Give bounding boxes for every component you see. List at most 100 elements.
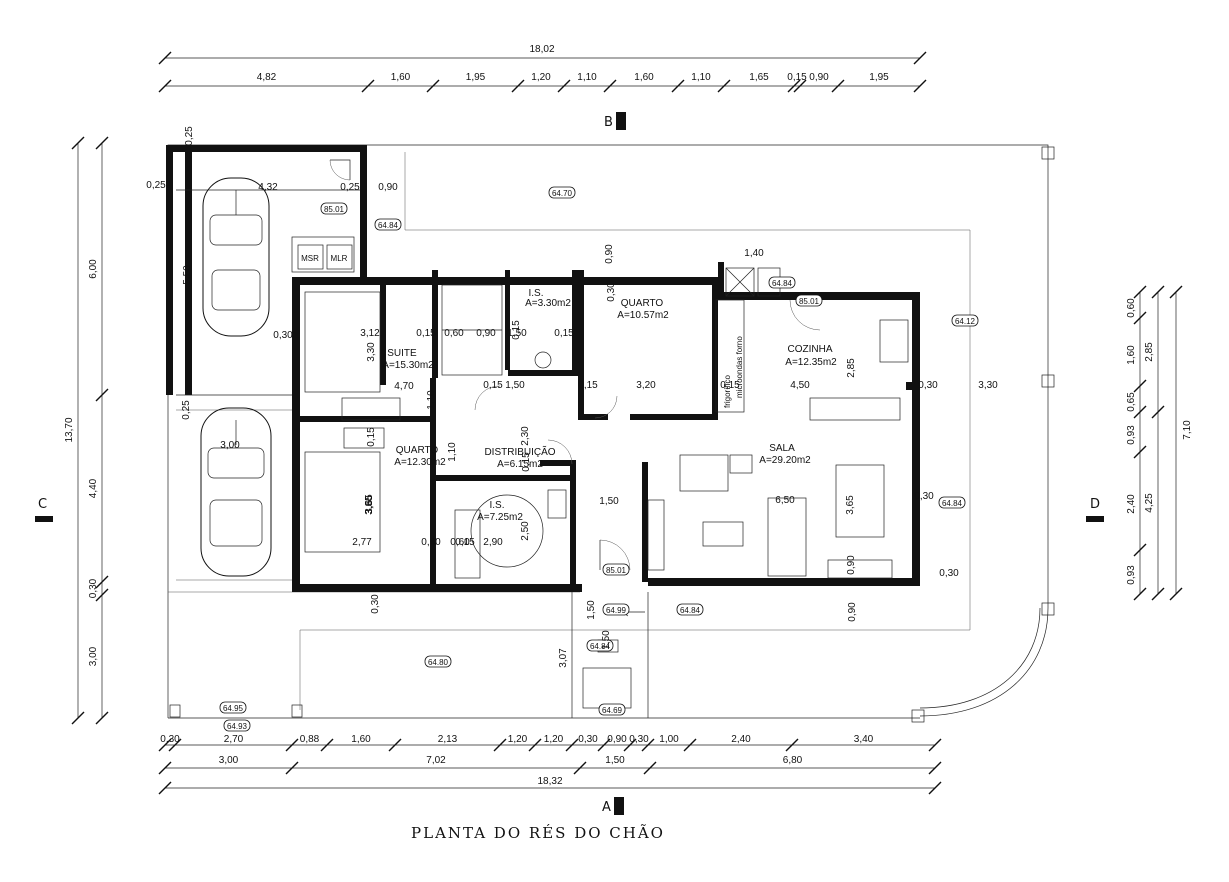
dim-top-segment: 1,10: [577, 72, 597, 83]
interior-dim-label: 0,90: [378, 182, 398, 193]
section-d-letter: D: [1090, 497, 1100, 512]
level-tag: 64.84: [590, 642, 611, 651]
level-tag-frame: [598, 703, 626, 716]
dim-tick: [71, 136, 85, 150]
interior-dim-label: 1,50: [586, 600, 597, 620]
interior-dim-label: 3,20: [636, 380, 656, 391]
dim-bottom-segment: 0,30: [629, 734, 649, 745]
dim-tick: [787, 79, 801, 93]
room-is1-name: I.S.: [528, 288, 543, 299]
dim-right-segment: 0,60: [1126, 298, 1137, 318]
interior-dim-label: 1,50: [505, 380, 525, 391]
room-cozinha-area: A=12.35m2: [785, 357, 837, 368]
dim-tick: [557, 79, 571, 93]
level-tag-frame: [374, 218, 402, 231]
dim-bottom-segment: 3,40: [854, 734, 874, 745]
level-tag-frame: [676, 603, 704, 616]
dim-tick: [426, 79, 440, 93]
drawing-title: PLANTA DO RÉS DO CHÃO: [411, 824, 665, 842]
level-tag-frame: [602, 603, 630, 616]
level-tag: 85.01: [606, 566, 627, 575]
dim-tick: [671, 79, 685, 93]
dim-tick: [71, 711, 85, 725]
dim-tick: [641, 738, 655, 752]
dim-tick: [683, 738, 697, 752]
level-tag: 85.01: [324, 205, 345, 214]
interior-dim-label: 1,10: [426, 390, 437, 410]
interior-dim-label: 3,65: [364, 494, 375, 514]
level-tag-frame: [951, 314, 979, 327]
dim-bottom-segment: 0,88: [300, 734, 320, 745]
dim-tick: [913, 79, 927, 93]
dim-tick: [785, 738, 799, 752]
level-tag-frame: [320, 202, 348, 215]
dim-tick: [913, 51, 927, 65]
dim-right-segment: 0,65: [1126, 392, 1137, 412]
interior-dim-label: 0,90: [847, 602, 858, 622]
interior-dim-label: 0,60: [450, 537, 470, 548]
dim-bottom-segment: 0,30: [578, 734, 598, 745]
dim-tick: [1133, 445, 1147, 459]
dim-right-segment: 0,93: [1126, 565, 1137, 585]
dim-tick: [597, 738, 611, 752]
dim-bottom-segment: 1,60: [351, 734, 371, 745]
section-a-letter: A: [602, 800, 611, 815]
level-tag: 64.84: [772, 279, 793, 288]
interior-dim-label: 3,30: [364, 495, 375, 515]
room-quarto2-area: A=12.30m2: [394, 457, 446, 468]
interior-dim-label: 3,12: [360, 328, 380, 339]
dim-tick: [388, 738, 402, 752]
dim-top-segment: 1,65: [749, 72, 769, 83]
interior-dim-label: 4,32: [258, 182, 278, 193]
garage: MSR MLR: [166, 145, 367, 581]
dim-tick: [320, 738, 334, 752]
dim-tick: [285, 761, 299, 775]
plot-outline: [167, 144, 1055, 723]
room-quarto2-name: QUARTO: [396, 445, 439, 456]
interior-dim-label: 3,65: [845, 495, 856, 515]
level-tag: 64.84: [942, 499, 963, 508]
left-dimensions: 13,70 6,004,400,303,00: [64, 136, 109, 725]
dim-tick: [623, 738, 637, 752]
dim-tick: [95, 711, 109, 725]
dim-bottom-segment: 1,00: [659, 734, 679, 745]
interior-dim-label: 5,50: [182, 265, 193, 285]
dim-left-segment: 6,00: [88, 259, 99, 279]
dim-top-segment: 1,20: [531, 72, 551, 83]
dim-tick: [573, 761, 587, 775]
interior-dim-label: 0,30: [914, 491, 934, 502]
dim-top-segment: 1,10: [691, 72, 711, 83]
interior-dim-label: 0,30: [918, 380, 938, 391]
section-marker-a: A: [602, 797, 624, 815]
dim-tick: [603, 79, 617, 93]
dim-bottom-total: 18,32: [537, 776, 562, 787]
interior-dim-label: 1,40: [744, 248, 764, 259]
interior-dim-label: 0,30: [606, 282, 617, 302]
interior-dim-label: 0,25: [184, 126, 195, 146]
interior-dim-label: 0,15: [521, 452, 532, 472]
micro-label: microondas forno: [735, 336, 744, 398]
dim-tick: [95, 588, 109, 602]
dim-bottom-segment: 0,30: [160, 734, 180, 745]
level-tag-frame: [795, 294, 823, 307]
dim-tick: [928, 738, 942, 752]
dim-right-segment: 0,93: [1126, 425, 1137, 445]
interior-dim-label: 0,15: [416, 328, 436, 339]
interior-dim-label: 2,90: [483, 537, 503, 548]
dim-bottom-segment: 7,02: [426, 755, 446, 766]
level-tag: 64.99: [606, 606, 627, 615]
level-tag: 64.12: [955, 317, 976, 326]
level-tag-frame: [223, 719, 251, 732]
interior-dim-label: 1,50: [599, 496, 619, 507]
dim-tick: [95, 136, 109, 150]
level-tag: 64.80: [428, 658, 449, 667]
interior-dim-label: 0,60: [421, 537, 441, 548]
dim-tick: [793, 79, 807, 93]
interior-dim-label: 2,50: [520, 521, 531, 541]
dim-tick: [928, 761, 942, 775]
dim-tick: [493, 738, 507, 752]
interior-dim-label: 4,70: [394, 381, 414, 392]
level-tag: 64.95: [223, 704, 244, 713]
